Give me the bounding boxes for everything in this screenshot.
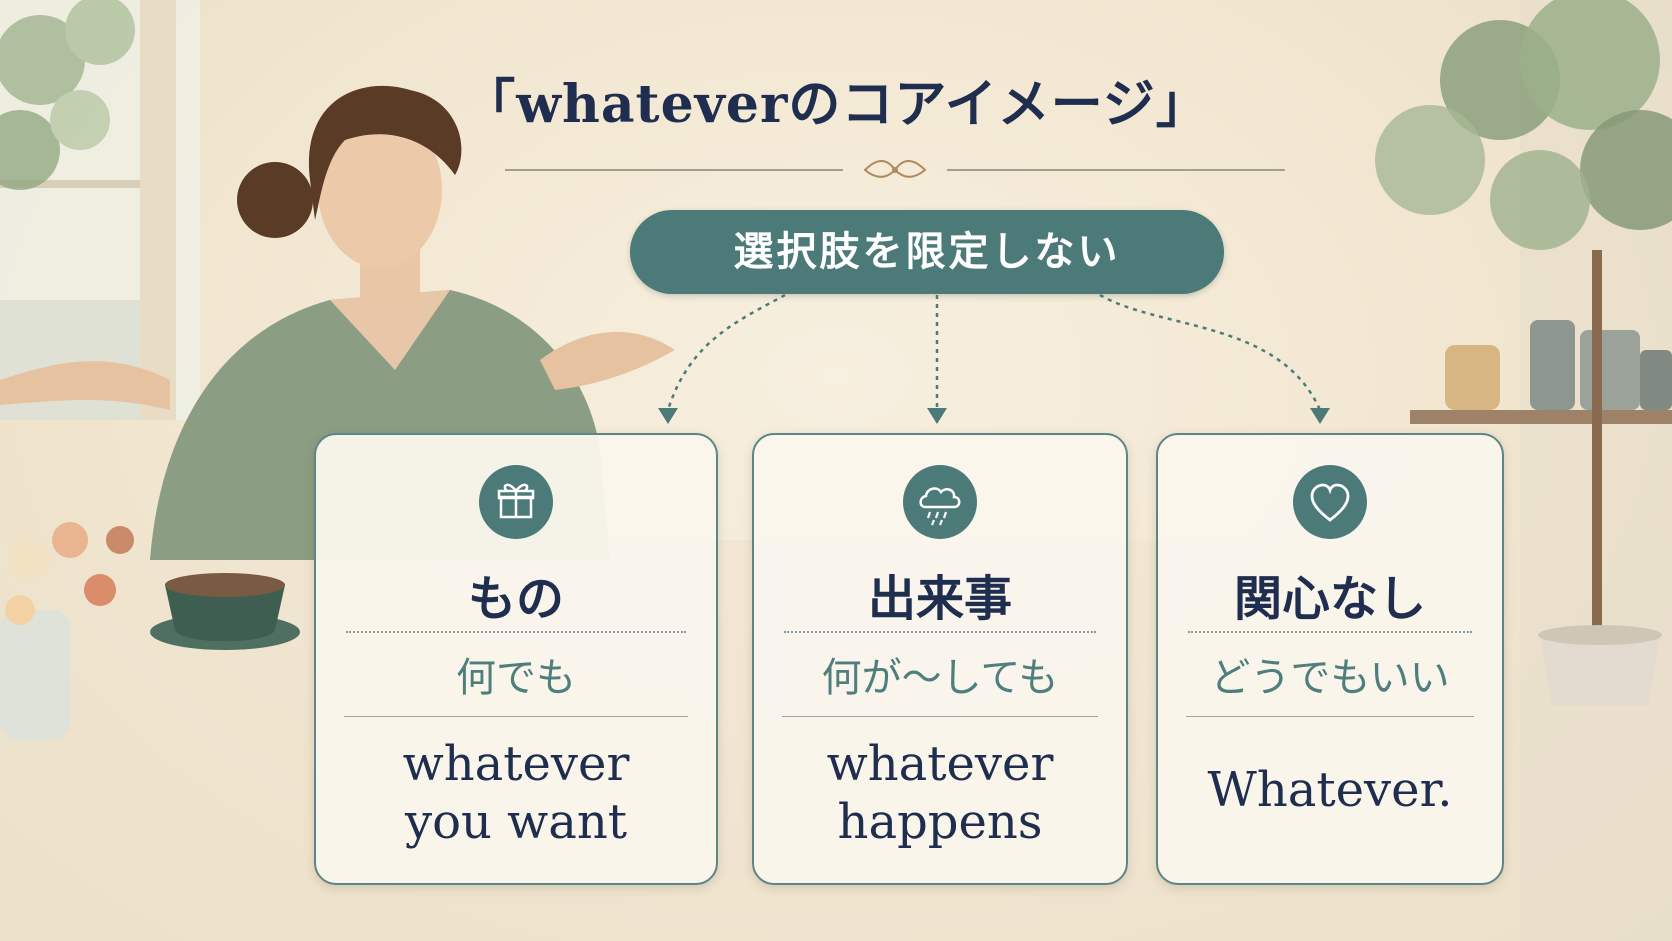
card-japanese: どうでもいい xyxy=(1210,655,1450,701)
card-japanese: 何でも xyxy=(456,655,576,701)
dotted-divider xyxy=(784,631,1096,633)
card-japanese: 何が〜しても xyxy=(821,655,1059,701)
rain-cloud-icon xyxy=(903,465,977,539)
line-divider xyxy=(782,716,1098,717)
window-foliage xyxy=(0,0,135,190)
card-english-line: happens xyxy=(837,794,1043,850)
card-heading: もの xyxy=(467,571,564,627)
ornamental-divider xyxy=(505,160,1285,178)
card-heading: 出来事 xyxy=(867,571,1012,627)
flower-vase-illustration xyxy=(0,522,134,740)
card-english: Whatever. xyxy=(1158,761,1502,819)
dotted-divider xyxy=(1188,631,1472,633)
card-english-line: whatever xyxy=(826,736,1054,792)
card-english-line: whatever xyxy=(402,736,630,792)
potted-tree-illustration xyxy=(1375,0,1672,705)
card-heading: 関心なし xyxy=(1233,571,1426,627)
coffee-cup-illustration xyxy=(150,573,300,650)
card-english: whatever you want xyxy=(316,735,716,851)
line-divider xyxy=(344,716,688,717)
card-english-line: Whatever. xyxy=(1207,762,1453,818)
card-english: whatever happens xyxy=(754,735,1126,851)
card-indifference: 関心なし どうでもいい Whatever. xyxy=(1156,433,1504,885)
card-events: 出来事 何が〜しても whatever happens xyxy=(752,433,1128,885)
card-things: もの 何でも whatever you want xyxy=(314,433,718,885)
dotted-divider xyxy=(346,631,686,633)
heart-icon xyxy=(1293,465,1367,539)
page-title: 「whateverのコアイメージ」 xyxy=(463,74,1209,135)
card-english-line: you want xyxy=(404,794,628,850)
gift-icon xyxy=(479,465,553,539)
jars-illustration xyxy=(1445,320,1672,410)
line-divider xyxy=(1186,716,1474,717)
core-concept-badge: 選択肢を限定しない xyxy=(630,210,1224,294)
